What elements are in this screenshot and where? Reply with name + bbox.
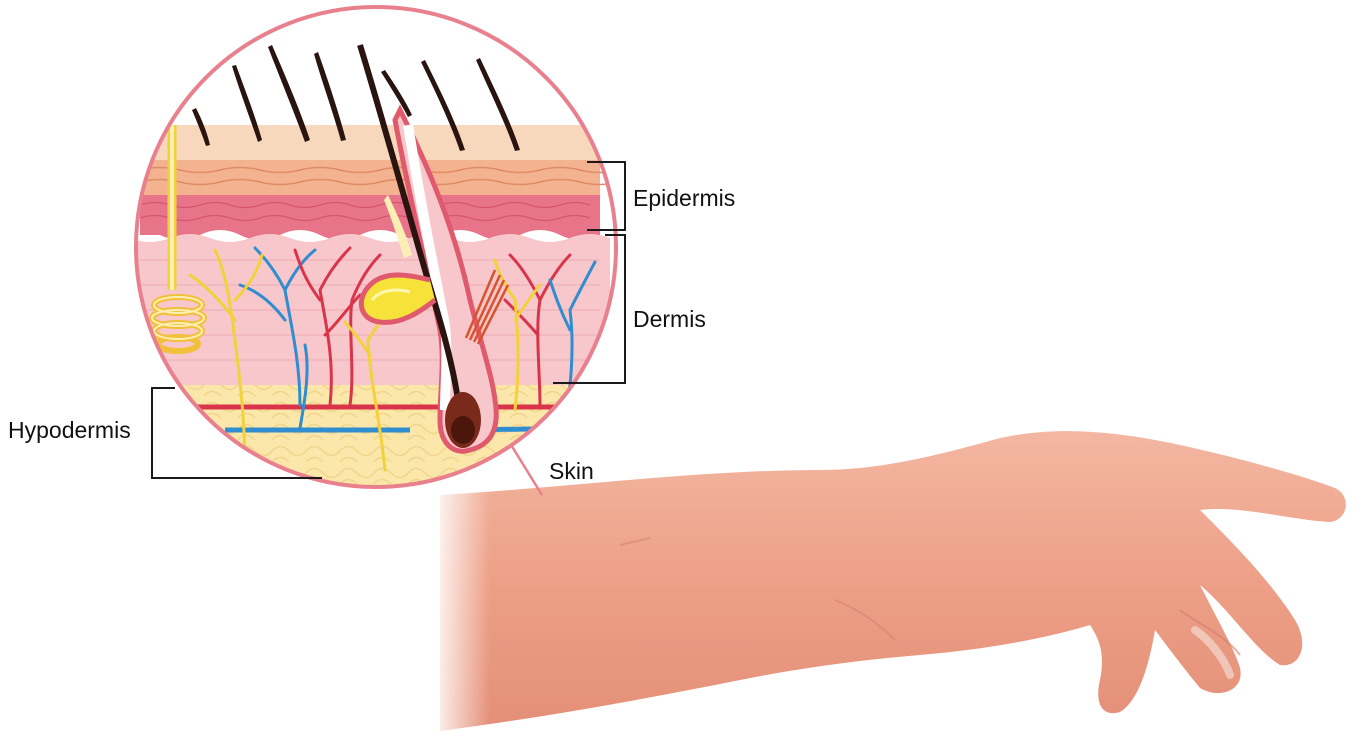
epidermis-label: Epidermis (633, 187, 735, 210)
skin-cross-section-icon (130, 0, 630, 505)
skin-pointer-line (508, 440, 542, 495)
dermis-label: Dermis (633, 308, 706, 331)
hypodermis-label: Hypodermis (8, 419, 131, 442)
skin-label: Skin (549, 460, 594, 483)
